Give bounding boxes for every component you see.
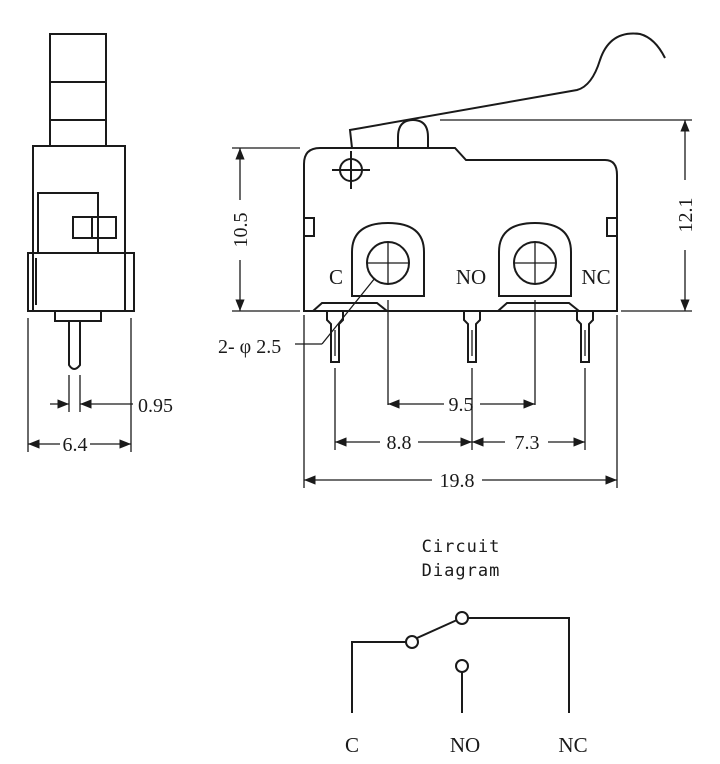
circuit-contact-nc: [455, 611, 469, 625]
front-view: [232, 32, 692, 488]
dim-hole-spec: 2- φ 2.5: [218, 336, 281, 358]
plunger-button: [397, 118, 429, 149]
mounting-boss-left: [351, 221, 425, 297]
circuit-label-no: NO: [450, 733, 480, 757]
terminal-no: [463, 311, 481, 363]
terminal-nc: [576, 311, 594, 363]
dim-lever-width: 0.95: [138, 395, 173, 417]
front-label-c: C: [329, 265, 343, 289]
circuit-title-line1: Circuit: [422, 537, 501, 557]
circuit-wire-c: [351, 641, 406, 713]
lever-arm: [348, 32, 666, 149]
front-body: [303, 147, 618, 312]
front-label-nc: NC: [581, 265, 610, 289]
dim-side-width: 6.4: [63, 434, 88, 456]
dim-hole-spacing: 9.5: [449, 394, 474, 416]
dim-body-length: 19.8: [440, 470, 475, 492]
circuit-label-nc: NC: [558, 733, 587, 757]
terminal-c: [326, 311, 344, 363]
side-terminal: [68, 321, 81, 370]
dim-pin-no-nc: 7.3: [515, 432, 540, 454]
circuit-contact-no: [455, 659, 469, 673]
side-body: [32, 145, 126, 312]
dim-body-height: 10.5: [230, 213, 252, 248]
circuit-contact-c: [405, 635, 419, 649]
circuit-title-line2: Diagram: [422, 561, 501, 581]
circuit-switch-blade: [416, 619, 458, 639]
dim-pin-c-no: 8.8: [387, 432, 412, 454]
circuit-label-c: C: [345, 733, 359, 757]
mounting-boss-right: [498, 221, 572, 297]
dim-overall-height: 12.1: [675, 198, 697, 233]
circuit-diagram: [351, 611, 570, 713]
circuit-wire-nc: [468, 617, 570, 713]
side-view: [27, 33, 135, 452]
front-label-no: NO: [456, 265, 486, 289]
side-actuator: [49, 33, 107, 147]
